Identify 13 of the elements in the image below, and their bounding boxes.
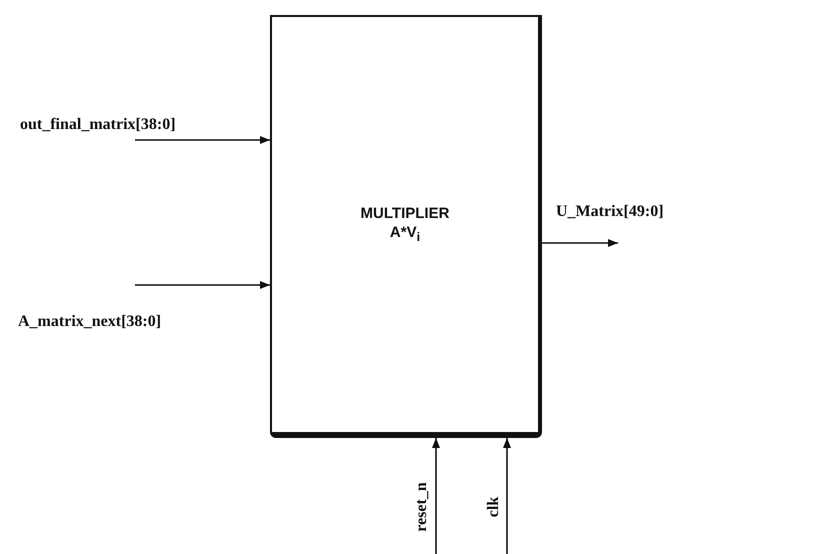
signal-name: clk <box>485 496 503 518</box>
module-name: MULTIPLIER <box>360 204 450 224</box>
signal-arrow <box>503 438 511 554</box>
signal-arrow <box>432 438 440 554</box>
module-block <box>270 15 542 438</box>
signal-arrow <box>542 239 618 247</box>
signal-name: U_Matrix[49:0] <box>556 203 664 221</box>
signal-name: A_matrix_next[38:0] <box>18 313 162 331</box>
signal-name: reset_n <box>413 482 431 532</box>
signal-arrow <box>135 136 270 144</box>
module-function: A*V$_{i}$ <box>390 223 420 246</box>
signal-name: out_final_matrix[38:0] <box>20 116 176 134</box>
signal-arrow <box>135 281 270 289</box>
